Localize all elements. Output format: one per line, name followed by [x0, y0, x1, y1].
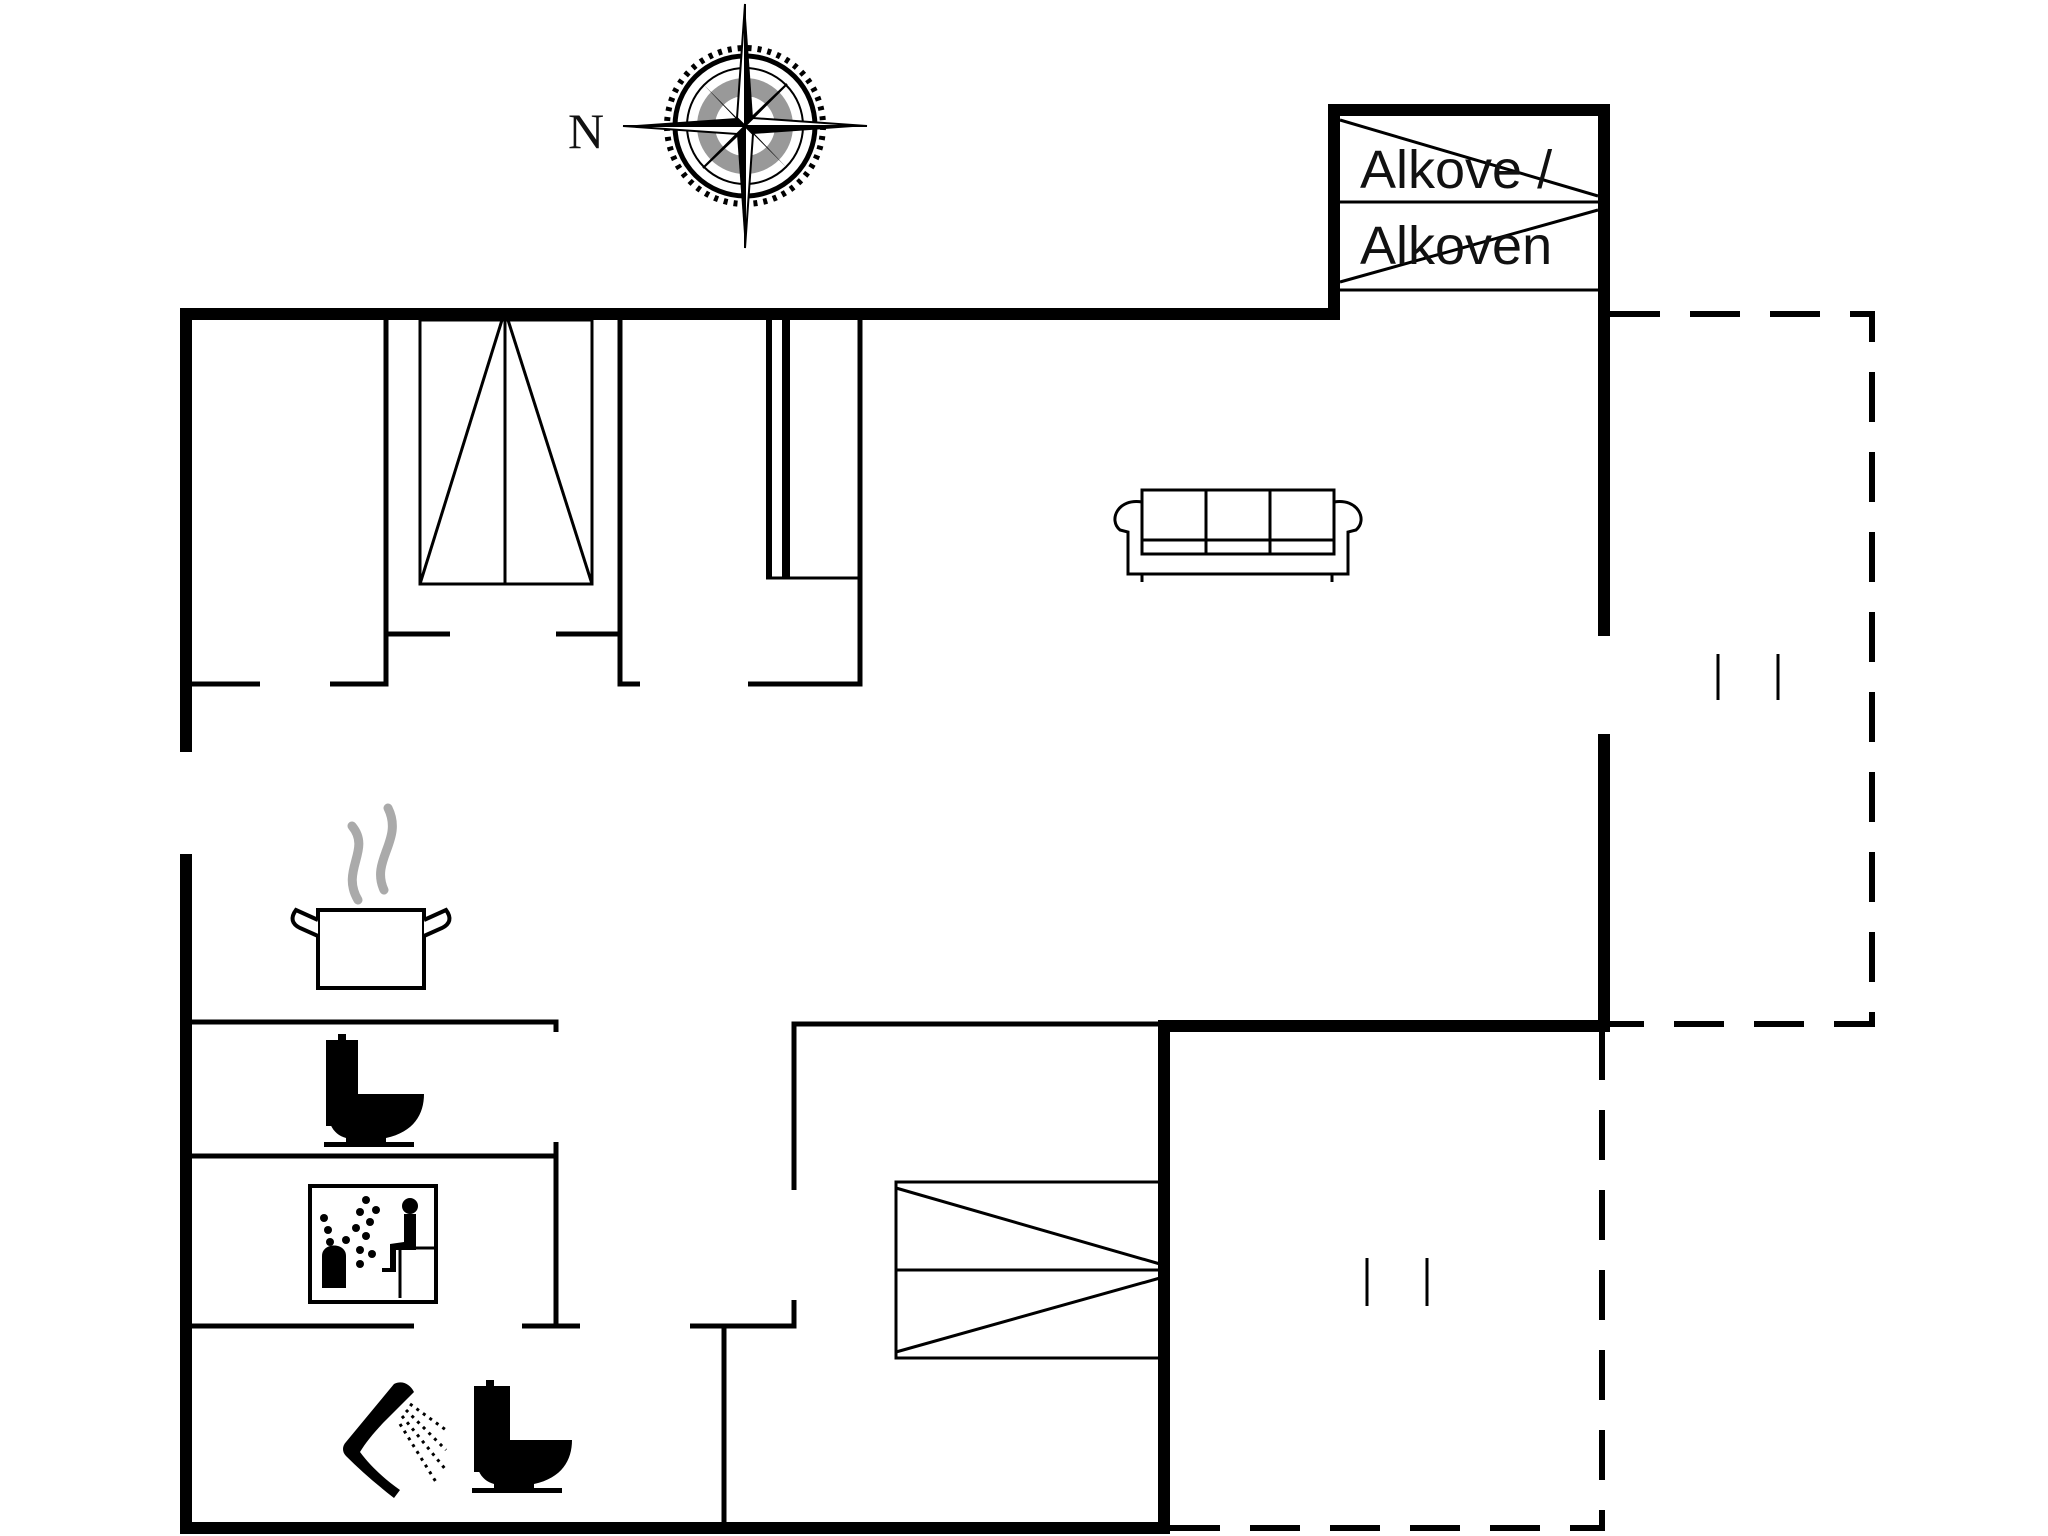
shower-icon	[343, 1382, 448, 1498]
terrace-east	[1610, 311, 1875, 1027]
alcove: Alkove / Alkoven	[1328, 104, 1610, 636]
bedroom-2	[748, 320, 863, 687]
wardrobe-icon	[894, 1180, 1162, 1360]
living-room	[1113, 488, 1363, 582]
sauna-icon	[308, 1184, 438, 1304]
toilet-room	[186, 1034, 559, 1159]
toilet-icon	[324, 1034, 424, 1147]
north-label: N	[568, 103, 604, 159]
alcove-label-line2: Alkoven	[1360, 216, 1552, 276]
sauna-room	[186, 1142, 580, 1329]
hallway	[690, 1021, 1164, 1528]
bathroom	[343, 1380, 572, 1498]
compass-rose-icon	[622, 3, 868, 249]
cooking-pot-icon	[290, 803, 452, 990]
toilet-icon	[472, 1380, 572, 1493]
alcove-label-line1: Alkove /	[1360, 140, 1552, 200]
terrace-south	[1170, 1030, 1605, 1531]
bunk-bed-icon	[766, 320, 860, 580]
compass: N	[568, 3, 868, 249]
bedroom-1	[186, 318, 640, 687]
double-bed-icon	[418, 318, 594, 586]
sofa-icon	[1113, 488, 1363, 582]
kitchen	[186, 803, 559, 1032]
